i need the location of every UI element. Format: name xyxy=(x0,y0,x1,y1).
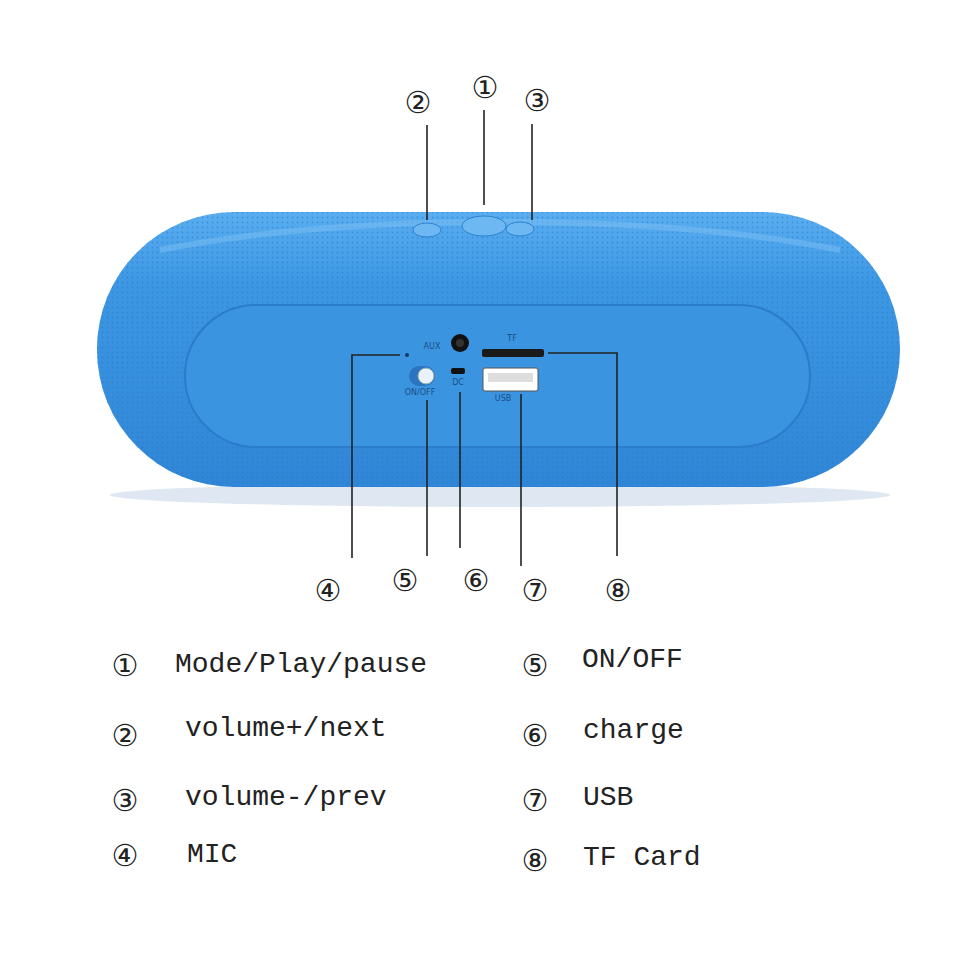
legend-key: ⑦ xyxy=(522,784,549,817)
callout-number: ⑧ xyxy=(605,574,632,607)
legend-key: ① xyxy=(112,649,139,682)
callout-number: ② xyxy=(405,86,432,119)
legend-key: ③ xyxy=(112,784,139,817)
port-label: TF xyxy=(507,335,517,344)
legend-text: charge xyxy=(583,716,684,747)
callout-number: ⑤ xyxy=(392,564,419,597)
callout-number: ① xyxy=(472,71,499,104)
volume-up-button xyxy=(413,223,441,237)
aux-jack-inner xyxy=(456,339,464,347)
micro-usb-port xyxy=(451,368,465,374)
speaker-grille xyxy=(97,212,900,487)
aux-jack xyxy=(451,334,469,352)
callout-number: ③ xyxy=(524,84,551,117)
callout-number: ⑥ xyxy=(463,564,490,597)
port-label: DC xyxy=(452,379,464,388)
usb-port xyxy=(483,368,538,391)
legend-text: Mode/Play/pause xyxy=(175,650,427,681)
play-button xyxy=(462,216,506,236)
legend-text: volume-/prev xyxy=(185,783,387,814)
legend-key: ⑧ xyxy=(522,844,549,877)
callout-number: ④ xyxy=(315,574,342,607)
legend-key: ② xyxy=(112,719,139,752)
port-label: ON/OFF xyxy=(405,389,435,398)
volume-down-button xyxy=(506,222,534,236)
legend-text: USB xyxy=(583,783,633,814)
legend-key: ④ xyxy=(112,839,139,872)
legend-text: ON/OFF xyxy=(582,645,683,676)
legend-text: volume+/next xyxy=(185,714,387,745)
tf-slot xyxy=(482,349,544,357)
power-switch-knob xyxy=(418,368,434,384)
legend-key: ⑥ xyxy=(522,719,549,752)
legend-text: MIC xyxy=(187,840,237,871)
mic-hole xyxy=(405,353,409,357)
speaker-body xyxy=(97,212,900,487)
leader-lines xyxy=(352,110,617,566)
legend-key: ⑤ xyxy=(522,649,549,682)
back-panel xyxy=(185,305,810,447)
usb-port-inner xyxy=(488,373,533,382)
power-switch xyxy=(409,366,435,386)
callout-number: ⑦ xyxy=(522,574,549,607)
port-label: USB xyxy=(495,395,511,404)
legend-text: TF Card xyxy=(583,843,701,874)
port-label: AUX xyxy=(424,343,441,352)
